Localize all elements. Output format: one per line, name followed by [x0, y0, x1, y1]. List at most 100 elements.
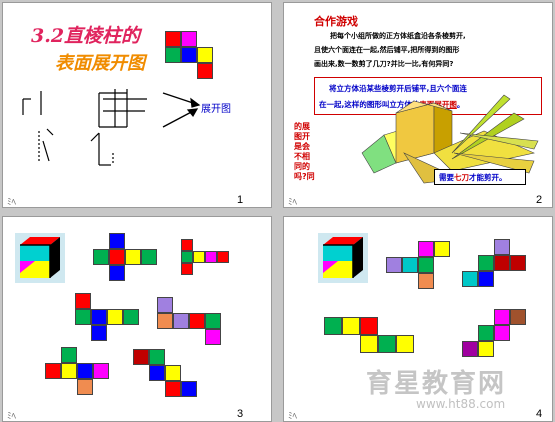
net-face [205, 329, 221, 345]
slide-2[interactable]: 合作游戏 把每个小组所做的正方体纸盒沿各条棱剪开, 且使六个面连在一起,然后铺平… [283, 2, 553, 208]
net-face [149, 349, 165, 365]
note-highlight: 七刀 [454, 173, 469, 182]
net-face [378, 335, 396, 353]
net-face [494, 239, 510, 255]
cube-drawing [20, 237, 60, 278]
net-face [217, 251, 229, 263]
watermark-brand: 育星教育网 [366, 369, 507, 399]
footer-mark: ﾐﾍ [7, 412, 17, 422]
net-face [396, 335, 414, 353]
net-face [181, 239, 193, 251]
instruction-line-2: 且使六个面连在一起,然后铺平,把所得到的图形 [314, 46, 460, 54]
slide-number: 2 [536, 194, 543, 206]
slide-4[interactable]: 育星教育网 www.ht88.com ﾐﾍ 4 [283, 216, 553, 422]
cube-image [318, 233, 368, 283]
net-face [181, 381, 197, 397]
vertical-line: 图开 [294, 132, 310, 141]
instruction-line-3: 画出来,数一数剪了几刀?并比一比,有何异同? [314, 60, 454, 68]
vertical-line: 同的 [294, 162, 310, 171]
net-face [462, 271, 478, 287]
net-face [434, 241, 450, 257]
net-face [494, 309, 510, 325]
cut-count-text: 需要七刀才能剪开。 [439, 172, 507, 183]
net-face [462, 341, 478, 357]
net-face [93, 363, 109, 379]
net-face [125, 249, 141, 265]
vertical-line: 吗?同 [294, 172, 315, 181]
net-face [193, 251, 205, 263]
net-face [149, 365, 165, 381]
net-face [402, 257, 418, 273]
slide-title-line2: 表面展开图 [55, 53, 145, 74]
note-suffix: 才能剪开。 [469, 173, 507, 182]
footer-mark: ﾐﾍ [288, 412, 298, 422]
vertical-line: 的展 [294, 122, 310, 131]
net-face [165, 381, 181, 397]
net-face [478, 341, 494, 357]
slide-number: 1 [237, 194, 244, 206]
vertical-line: 是会 [294, 142, 310, 151]
net-face [61, 347, 77, 363]
unfolding-cube-illustration [361, 94, 539, 184]
cut-count-note: 需要七刀才能剪开。 [434, 169, 526, 185]
net-face [181, 251, 193, 263]
definition-end: 。 [456, 100, 465, 109]
cube-drawing [323, 237, 363, 278]
net-face [157, 297, 173, 313]
net-face [197, 47, 213, 63]
net-face [77, 363, 93, 379]
net-face [141, 249, 157, 265]
net-face [478, 271, 494, 287]
net-face [123, 309, 139, 325]
instruction-line-1: 把每个小组所做的正方体纸盒沿各条棱剪开, [330, 32, 466, 40]
net-face [181, 31, 197, 47]
net-face [418, 241, 434, 257]
net-face [157, 313, 173, 329]
net-face [77, 379, 93, 395]
net-face [418, 257, 434, 273]
net-face [173, 313, 189, 329]
net-face [205, 313, 221, 329]
definition-line-1: 将立方体沿某些棱剪开后铺平,且六个面连 [329, 84, 467, 93]
net-face [494, 255, 510, 271]
slide-title-line1: 3.2直棱柱的 [31, 25, 141, 47]
net-face [75, 309, 91, 325]
unfold-sketches [22, 89, 201, 166]
net-face [61, 363, 77, 379]
unfold-label: 展开图 [201, 104, 231, 115]
net-face [197, 63, 213, 79]
net-face [510, 255, 526, 271]
note-prefix: 需要 [439, 173, 454, 182]
net-face [418, 273, 434, 289]
net-face [386, 257, 402, 273]
definition-text: 在一起,这样的图形叫立方体的 [319, 100, 420, 109]
net-face [478, 255, 494, 271]
net-face [165, 47, 181, 63]
net-face [360, 335, 378, 353]
slide-1[interactable]: 3.2直棱柱的 表面展开图 [2, 2, 272, 208]
net-face [510, 309, 526, 325]
net-face [494, 325, 510, 341]
slide-heading: 合作游戏 [314, 15, 358, 28]
net-face [342, 317, 360, 335]
net-face [205, 251, 217, 263]
slide-number: 3 [237, 408, 244, 420]
net-face [360, 317, 378, 335]
slide-3[interactable]: ﾐﾍ 3 [2, 216, 272, 422]
net-face [324, 317, 342, 335]
footer-mark: ﾐﾍ [7, 198, 17, 208]
net-face [133, 349, 149, 365]
net-face [478, 325, 494, 341]
vertical-line: 不相 [294, 152, 310, 161]
net-face [109, 265, 125, 281]
net-face [165, 31, 181, 47]
cube-image [15, 233, 65, 283]
slide-number: 4 [536, 408, 543, 420]
footer-mark: ﾐﾍ [288, 198, 298, 208]
net-face [45, 363, 61, 379]
net-face [181, 263, 193, 275]
net-face [109, 249, 125, 265]
watermark-url: www.ht88.com [416, 397, 506, 411]
net-face [165, 365, 181, 381]
net-face [91, 325, 107, 341]
